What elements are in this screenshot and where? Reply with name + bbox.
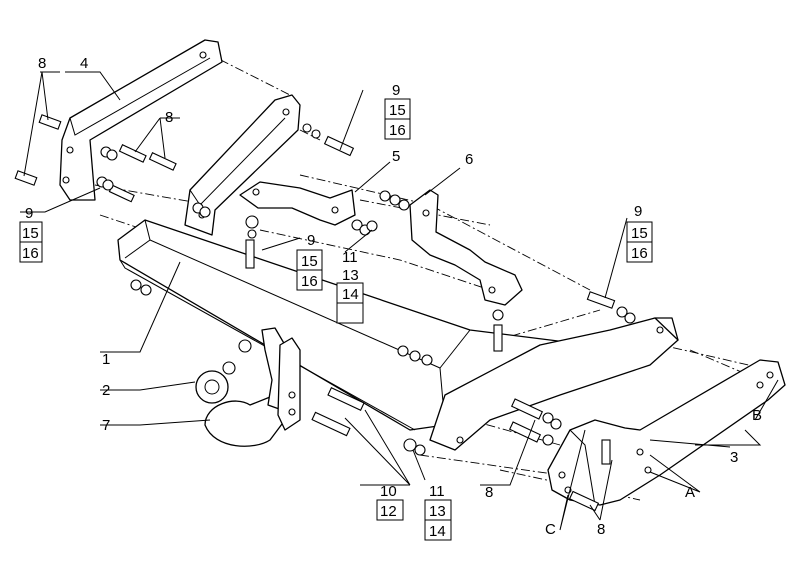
label-16-right: 16	[631, 245, 648, 262]
label-12: 12	[380, 503, 397, 520]
label-8-top-left: 8	[38, 55, 46, 72]
label-11-bottom: 11	[429, 483, 445, 500]
bolts	[14, 114, 616, 512]
part-labels: 8 4 8 9 15 16 9 15 16 5 6 9 15 16 11 13 …	[22, 55, 762, 540]
hitch-mount-plate	[277, 337, 301, 431]
right-side-plate	[429, 317, 679, 451]
label-14-center: 14	[342, 286, 359, 303]
label-10: 10	[380, 483, 397, 500]
label-11-center: 11	[342, 249, 358, 266]
label-8-bottom-center: 8	[485, 484, 493, 501]
part-3-right-bracket	[547, 359, 786, 506]
label-15-center: 15	[301, 253, 318, 270]
label-9-top: 9	[392, 82, 400, 99]
label-16-center: 16	[301, 273, 318, 290]
label-A: A	[685, 484, 695, 501]
part-2-tow-ball	[195, 370, 229, 404]
label-9-left: 9	[25, 205, 33, 222]
label-15-right: 15	[631, 225, 648, 242]
label-8-mid-left: 8	[165, 109, 173, 126]
part-5-plate	[239, 181, 356, 226]
part-4-left-bracket	[59, 39, 223, 201]
label-boxes	[19, 98, 653, 541]
label-15-top: 15	[389, 102, 406, 119]
label-15-left: 15	[22, 225, 39, 242]
label-9-right: 9	[634, 203, 642, 220]
label-6: 6	[465, 151, 473, 168]
label-16-top: 16	[389, 122, 406, 139]
label-2: 2	[102, 382, 110, 399]
label-3: 3	[730, 449, 738, 466]
label-C: C	[545, 521, 556, 538]
label-8-bottom-right: 8	[597, 521, 605, 538]
label-7: 7	[102, 417, 110, 434]
label-9-center: 9	[307, 232, 315, 249]
nuts-and-washers	[96, 123, 636, 456]
label-13-center: 13	[342, 267, 359, 284]
label-16-left: 16	[22, 245, 39, 262]
label-B: B	[752, 407, 762, 424]
label-1: 1	[102, 351, 110, 368]
leader-lines	[20, 71, 779, 531]
label-13-bottom: 13	[429, 503, 446, 520]
part-6-center-bracket	[409, 189, 523, 306]
label-4: 4	[80, 55, 88, 72]
label-5: 5	[392, 148, 400, 165]
label-14-bottom: 14	[429, 523, 446, 540]
